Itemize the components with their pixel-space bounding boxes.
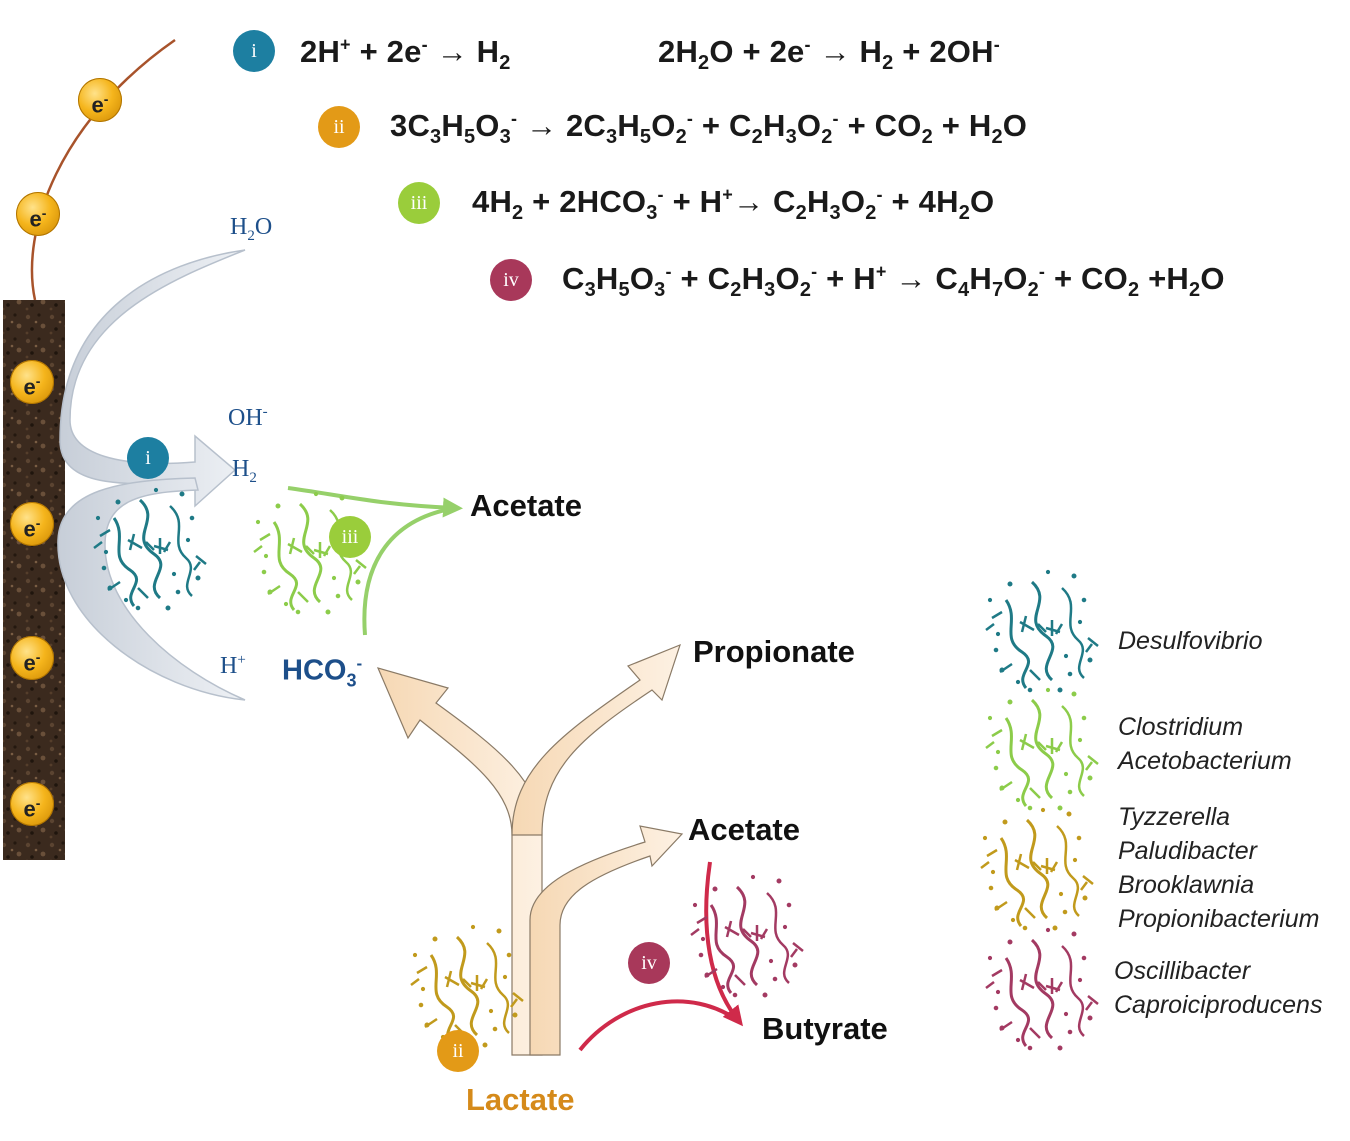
- oh-label: OH-: [228, 404, 268, 431]
- electron: e-: [16, 192, 60, 236]
- h2-label: H2: [232, 456, 257, 486]
- hplus-label: H+: [220, 652, 246, 679]
- badge-i: i: [233, 30, 275, 72]
- h2o-label: H2O: [230, 214, 273, 244]
- lactate-to-acetate-arrow: [529, 825, 684, 1056]
- legend-desulfovibrio-microbe: [984, 568, 1100, 694]
- legend-clostridium-acetobacterium: Clostridium Acetobacterium: [1118, 713, 1292, 775]
- proton-reduction-arrow: [57, 477, 246, 701]
- acetate-to-butyrate-arrow: [704, 861, 743, 1027]
- badge-iv-chain-elongation: iv: [628, 942, 670, 984]
- legend-tyzzerella-microbe: [979, 806, 1095, 932]
- reaction-iii: 4H2 + 2HCO3- + H+→ C2H3O2- + 4H2O: [472, 184, 995, 225]
- badge-ii: ii: [318, 106, 360, 148]
- product-propionate: Propionate: [693, 634, 855, 669]
- reaction-ii: 3C3H5O3- → 2C3H5O2- + C2H3O2- + CO2 + H2…: [390, 108, 1028, 149]
- tyzzerella-microbe: [409, 923, 525, 1049]
- product-acetate-bottom: Acetate: [688, 812, 800, 847]
- substrate-lactate: Lactate: [466, 1082, 575, 1117]
- electron: e-: [10, 360, 54, 404]
- lactate-to-butyrate-arrow: [578, 999, 742, 1052]
- electron: e-: [10, 636, 54, 680]
- electron-wire: [30, 38, 176, 301]
- badge-iv: iv: [490, 259, 532, 301]
- legend-clostridium-microbe: [984, 686, 1100, 812]
- reaction-i-acid: 2H+ + 2e- → H2: [300, 34, 511, 75]
- hco3-to-acetate-arrow: [362, 506, 456, 636]
- electron: e-: [10, 502, 54, 546]
- legend-propionate-producers: Tyzzerella Paludibacter Brooklawnia Prop…: [1118, 803, 1320, 933]
- badge-i-cathode: i: [127, 437, 169, 479]
- product-acetate-top: Acetate: [470, 488, 582, 523]
- lactate-to-propionate-arrow: [511, 643, 681, 836]
- legend-oscillibacter-microbe: [984, 926, 1100, 1052]
- h2-to-acetate-arrow: [287, 486, 463, 518]
- electron: e-: [10, 782, 54, 826]
- legend-desulfovibrio: Desulfovibrio: [1118, 627, 1263, 655]
- legend-oscillibacter-caproiciproducens: Oscillibacter Caproiciproducens: [1114, 957, 1323, 1019]
- reaction-i-neutral: 2H2O + 2e- → H2 + 2OH-: [658, 34, 1000, 75]
- product-butyrate: Butyrate: [762, 1011, 888, 1046]
- badge-iii-acetogenesis: iii: [329, 516, 371, 558]
- badge-ii-lactate: ii: [437, 1030, 479, 1072]
- electron: e-: [78, 78, 122, 122]
- hco3-label: HCO3-: [282, 654, 363, 691]
- water-reduction-arrow: [59, 249, 246, 508]
- reaction-iv: C3H5O3- + C2H3O2- + H+ → C4H7O2- + CO2 +…: [562, 261, 1225, 302]
- badge-iii: iii: [398, 182, 440, 224]
